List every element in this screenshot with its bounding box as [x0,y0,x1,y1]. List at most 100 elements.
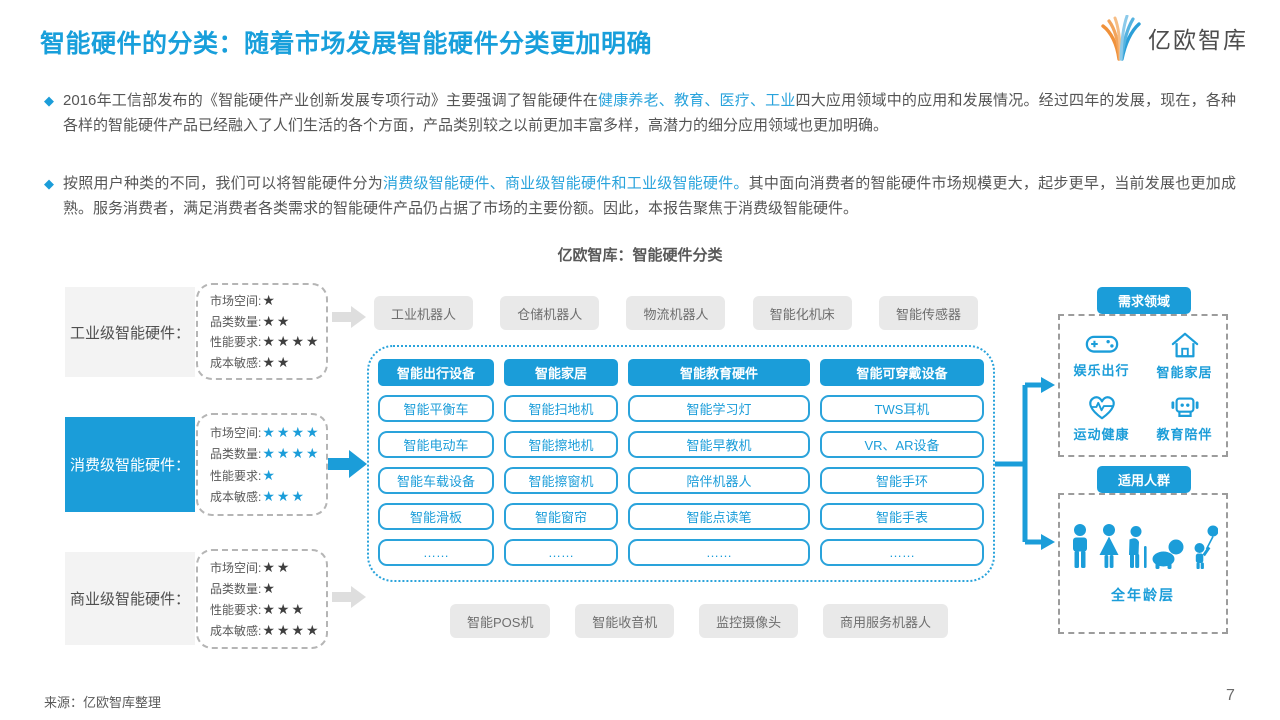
product-box: 智能收音机 [575,604,675,638]
bullet-diamond-icon: ◆ [44,93,54,108]
grid-item: 陪伴机器人 [628,467,810,494]
category-label-commercial: 商业级智能硬件： [65,552,195,645]
grid-item: 智能扫地机 [504,395,618,422]
demand-item-label: 运动健康 [1073,426,1130,442]
product-box: 仓储机器人 [500,296,600,330]
grid-item: …… [504,539,618,566]
rating-box-consumer: 市场空间:★★★★ 品类数量:★★★★ 性能要求:★ 成本敏感:★★★ [196,413,328,516]
demand-item-sport-health: 运动健康 [1060,393,1143,443]
brand-logo: 亿欧智库 [1100,14,1260,62]
source-note: 来源：亿欧智库整理 [44,695,162,710]
grid-item: 智能平衡车 [378,395,494,422]
grid-item: 智能点读笔 [628,503,810,530]
bullet1-pre: 2016年工信部发布的《智能硬件产业创新发展专项行动》主要强调了智能硬件在 [63,92,598,109]
consumer-grid-container: 智能出行设备 智能平衡车 智能电动车 智能车载设备 智能滑板 …… 智能家居 智… [367,345,995,582]
rating-box-industrial: 市场空间:★ 品类数量:★★ 性能要求:★★★★ 成本敏感:★★ [196,283,328,380]
rating-label: 成本敏感: [210,624,262,638]
diagram-caption: 亿欧智库：智能硬件分类 [557,247,723,264]
child-balloon-icon [1194,525,1218,569]
star-rating: ★★★ [262,601,306,617]
right-arrow-icon [332,306,366,328]
rating-row: 成本敏感:★★★★ [210,622,322,639]
star-rating: ★ [262,580,277,596]
grid-item: 智能擦窗机 [504,467,618,494]
intro-bullet-1: ◆ 2016年工信部发布的《智能硬件产业创新发展专项行动》主要强调了智能硬件在健… [44,88,1236,138]
grid-item: 智能擦地机 [504,431,618,458]
bullet1-post: 四大应用领域中的应用和发展情况。经过四年的发展，现在，各种各样的智能硬件产品已经… [63,92,1236,134]
intro-bullet-1-text: 2016年工信部发布的《智能硬件产业创新发展专项行动》主要强调了智能硬件在健康养… [63,88,1236,138]
woman-icon [1099,523,1119,568]
star-rating: ★★★★ [262,445,321,462]
category-label-industrial: 工业级智能硬件： [65,287,195,377]
grid-column-home: 智能家居 智能扫地机 智能擦地机 智能擦窗机 智能窗帘 …… [504,359,618,568]
demand-item-label: 娱乐出行 [1073,362,1130,378]
robot-icon [1170,397,1199,417]
product-box: 监控摄像头 [699,604,799,638]
grid-item: 智能手表 [820,503,984,530]
star-rating: ★★ [262,559,292,575]
product-box: 工业机器人 [374,296,474,330]
right-arrow-icon [332,586,366,608]
grid-item: 智能学习灯 [628,395,810,422]
rating-label: 品类数量: [210,314,262,329]
rating-row: 成本敏感:★★ [210,354,322,371]
rating-row: 性能要求:★ [210,467,322,484]
product-box: 智能化机床 [752,296,852,330]
rating-label: 性能要求: [210,468,262,483]
rating-row: 品类数量:★★ [210,313,322,330]
grid-item: 智能电动车 [378,431,494,458]
elderly-cane-icon [1129,525,1147,568]
audience-box: 全年龄层 [1058,493,1228,634]
all-ages-people-icons [1073,523,1218,569]
demand-item-smart-home: 智能家居 [1143,331,1226,381]
rating-row: 市场空间:★ [210,292,322,309]
right-arrow-icon [328,450,367,478]
demand-item-label: 教育陪伴 [1156,426,1213,442]
grid-column-header: 智能教育硬件 [628,359,810,386]
rating-label: 市场空间: [210,561,262,575]
rating-box-commercial: 市场空间:★★ 品类数量:★ 性能要求:★★★ 成本敏感:★★★★ [196,549,328,649]
grid-item: 智能车载设备 [378,467,494,494]
rating-row: 品类数量:★ [210,580,322,597]
audience-header: 适用人群 [1097,466,1191,493]
rating-label: 成本敏感: [210,355,262,370]
page-number: 7 [1226,687,1235,704]
rating-row: 市场空间:★★★★ [210,424,322,441]
baby-icon [1152,539,1184,569]
commercial-products-row: 智能POS机 智能收音机 监控摄像头 商用服务机器人 [450,604,948,638]
grid-column-wearables: 智能可穿戴设备 TWS耳机 VR、AR设备 智能手环 智能手表 …… [820,359,984,568]
man-icon [1073,523,1087,568]
demand-areas-box: 娱乐出行 智能家居 运动健康 教育陪伴 [1058,314,1228,457]
star-rating: ★★★★ [262,423,321,440]
grid-column-header: 智能出行设备 [378,359,494,386]
rating-row: 市场空间:★★ [210,559,322,576]
rating-label: 市场空间: [210,425,262,440]
brand-logo-icon [1101,15,1141,61]
brand-logo-text: 亿欧智库 [1148,27,1248,53]
grid-column-mobility: 智能出行设备 智能平衡车 智能电动车 智能车载设备 智能滑板 …… [378,359,494,568]
intro-bullet-2-text: 按照用户种类的不同，我们可以将智能硬件分为消费级智能硬件、商业级智能硬件和工业级… [63,171,1236,221]
star-rating: ★ [262,466,277,483]
rating-row: 性能要求:★★★ [210,601,322,618]
bullet1-highlight: 健康养老、教育、医疗、工业 [598,92,796,109]
grid-item: 智能窗帘 [504,503,618,530]
product-box: 物流机器人 [626,296,726,330]
bullet2-highlight: 消费级智能硬件、商业级智能硬件和工业级智能硬件。 [382,175,749,192]
bullet-diamond-icon: ◆ [44,176,54,191]
demand-item-label: 智能家居 [1156,364,1213,380]
rating-label: 品类数量: [210,447,262,462]
gamepad-icon [1085,335,1118,353]
demand-item-entertainment: 娱乐出行 [1060,331,1143,381]
product-box: 智能传感器 [878,296,978,330]
grid-column-education: 智能教育硬件 智能学习灯 智能早教机 陪伴机器人 智能点读笔 …… [628,359,810,568]
category-label-consumer: 消费级智能硬件： [65,417,195,512]
grid-item: VR、AR设备 [820,431,984,458]
rating-row: 品类数量:★★★★ [210,445,322,462]
star-rating: ★★ [262,353,292,370]
heart-pulse-icon [1088,395,1115,419]
rating-label: 品类数量: [210,582,262,596]
home-icon [1171,332,1198,357]
star-rating: ★★ [262,312,292,329]
grid-item: 智能早教机 [628,431,810,458]
rating-row: 性能要求:★★★★ [210,333,322,350]
